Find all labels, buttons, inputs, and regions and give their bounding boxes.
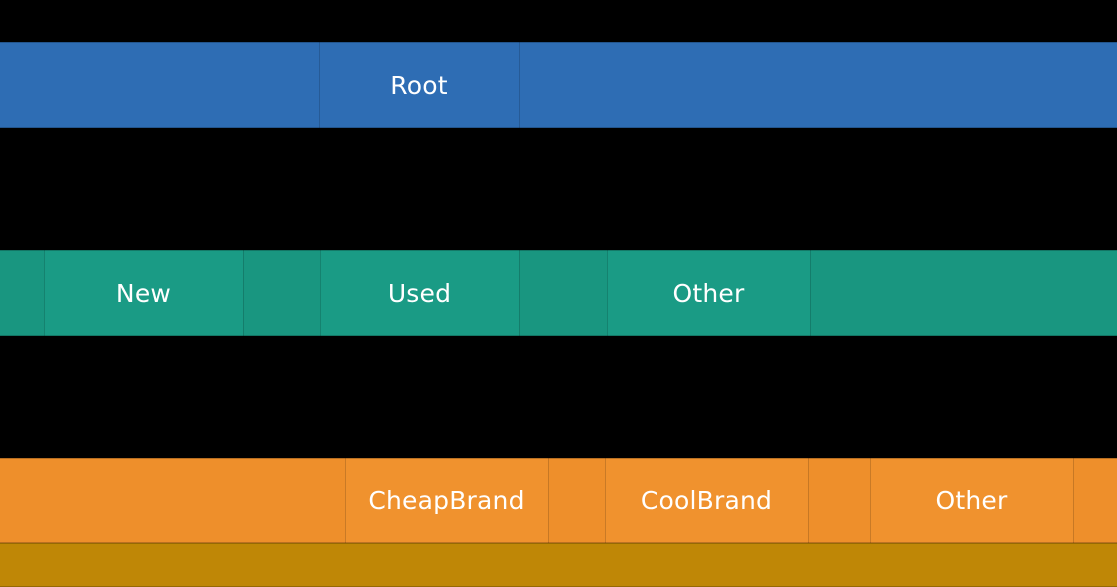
level-top-edge — [0, 42, 1117, 43]
icicle-level-condition: New Used Other — [0, 250, 1117, 336]
icicle-node-root-2[interactable] — [519, 42, 1117, 128]
icicle-level-root: Root — [0, 42, 1117, 128]
icicle-node-brand-0[interactable] — [0, 458, 345, 543]
icicle-node-condition-2[interactable] — [243, 250, 320, 336]
icicle-node-condition-4[interactable] — [519, 250, 607, 336]
level-bottom-edge — [0, 127, 1117, 128]
level-bottom-edge — [0, 542, 1117, 543]
icicle-node-condition-0[interactable] — [0, 250, 44, 336]
icicle-node-used[interactable]: Used — [320, 250, 519, 336]
icicle-node-label: New — [115, 278, 172, 308]
icicle-node-label: Other — [935, 486, 1008, 515]
level-bottom-edge — [0, 335, 1117, 336]
icicle-node-root[interactable]: Root — [319, 42, 519, 128]
icicle-node-brand-2[interactable] — [548, 458, 605, 543]
icicle-node-cheapbrand[interactable]: CheapBrand — [345, 458, 548, 543]
icicle-node-label: Other — [672, 278, 745, 308]
level-top-edge — [0, 250, 1117, 251]
icicle-node-brand-4[interactable] — [808, 458, 870, 543]
icicle-level-detail — [0, 543, 1117, 587]
icicle-node-condition-6[interactable] — [810, 250, 1117, 336]
icicle-node-label: CheapBrand — [368, 486, 525, 515]
icicle-node-coolbrand[interactable]: CoolBrand — [605, 458, 808, 543]
icicle-level-brand: CheapBrand CoolBrand Other — [0, 458, 1117, 543]
icicle-node-root-0[interactable] — [0, 42, 319, 128]
level-top-edge — [0, 458, 1117, 459]
icicle-node-label: Root — [390, 70, 448, 100]
icicle-node-label: Used — [387, 278, 452, 308]
icicle-node-label: CoolBrand — [640, 486, 773, 515]
icicle-node-new[interactable]: New — [44, 250, 243, 336]
level-top-edge — [0, 543, 1117, 544]
icicle-node-detail-0[interactable] — [0, 543, 1117, 587]
icicle-node-other[interactable]: Other — [870, 458, 1073, 543]
icicle-node-brand-6[interactable] — [1073, 458, 1117, 543]
icicle-node-other[interactable]: Other — [607, 250, 810, 336]
